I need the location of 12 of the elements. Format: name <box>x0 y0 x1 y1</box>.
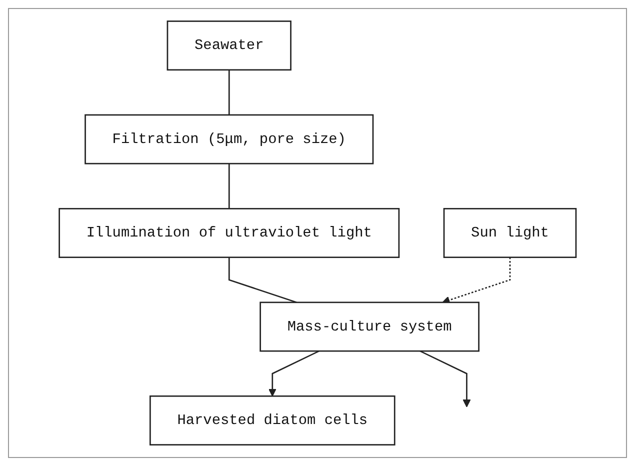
node-box: Seawater <box>166 20 292 71</box>
arrow <box>442 257 511 304</box>
arrow <box>268 350 320 396</box>
connector <box>228 257 297 304</box>
node-box: Filtration (5μm, pore size) <box>84 114 374 164</box>
arrow <box>420 350 471 408</box>
node-box: Mass-culture system <box>260 302 480 352</box>
node-box: Harvested diatom cells <box>149 395 396 446</box>
node-box: Illumination of ultraviolet light <box>58 208 400 258</box>
connector <box>228 70 230 115</box>
connector <box>228 164 230 209</box>
node-box: Sun light <box>443 208 576 258</box>
